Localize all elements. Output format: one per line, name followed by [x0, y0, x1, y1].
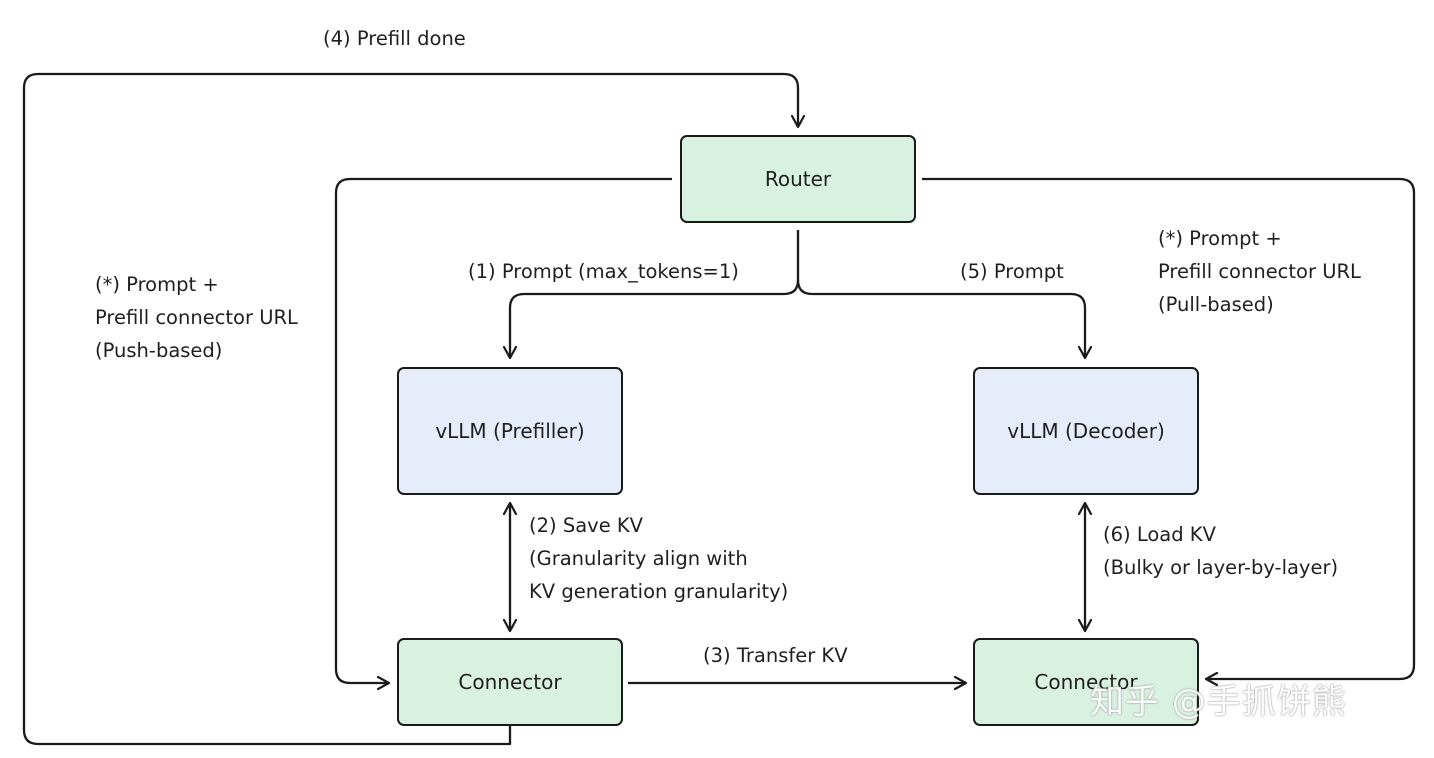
- transfer-kv-label: (3) Transfer KV: [703, 644, 848, 667]
- pull-based-line-2: Prefill connector URL: [1158, 260, 1361, 283]
- prompt-max-tokens-label: (1) Prompt (max_tokens=1): [468, 260, 739, 283]
- save-kv-line-3: KV generation granularity): [529, 580, 789, 603]
- pull-based-line-3: (Pull-based): [1158, 293, 1274, 316]
- prefill-done-label: (4) Prefill done: [323, 27, 466, 50]
- connector-left-node: Connector: [397, 638, 623, 726]
- pull-based-label: (*) Prompt + Prefill connector URL (Pull…: [1158, 222, 1361, 321]
- router-node: Router: [680, 135, 916, 223]
- edge-pull-based: [922, 177, 1416, 679]
- decoder-label: vLLM (Decoder): [1007, 419, 1165, 443]
- prompt-decoder-label: (5) Prompt: [960, 260, 1064, 283]
- prefiller-node: vLLM (Prefiller): [397, 367, 623, 495]
- save-kv-line-1: (2) Save KV: [529, 514, 644, 537]
- push-based-line-3: (Push-based): [95, 339, 223, 362]
- push-based-label: (*) Prompt + Prefill connector URL (Push…: [95, 268, 298, 367]
- push-based-line-1: (*) Prompt +: [95, 273, 219, 296]
- load-kv-line-1: (6) Load KV: [1103, 523, 1216, 546]
- edge-router-trunk: [510, 230, 800, 358]
- save-kv-line-2: (Granularity align with: [529, 547, 748, 570]
- router-label: Router: [764, 167, 832, 191]
- save-kv-label: (2) Save KV (Granularity align with KV g…: [529, 509, 788, 608]
- edge-prefill-done: [22, 72, 798, 746]
- load-kv-label: (6) Load KV (Bulky or layer-by-layer): [1103, 518, 1338, 584]
- prefiller-label: vLLM (Prefiller): [435, 419, 585, 443]
- load-kv-line-2: (Bulky or layer-by-layer): [1103, 556, 1339, 579]
- edge-push-based: [334, 177, 672, 683]
- edge-router-to-decoder: [796, 279, 1085, 358]
- connector-right-node: Connector: [973, 638, 1199, 726]
- decoder-node: vLLM (Decoder): [973, 367, 1199, 495]
- push-based-line-2: Prefill connector URL: [95, 306, 298, 329]
- watermark: 知乎 @手抓饼熊: [1090, 682, 1347, 722]
- connector-right-label: Connector: [1034, 670, 1138, 694]
- pull-based-line-1: (*) Prompt +: [1158, 227, 1282, 250]
- connector-left-label: Connector: [458, 670, 562, 694]
